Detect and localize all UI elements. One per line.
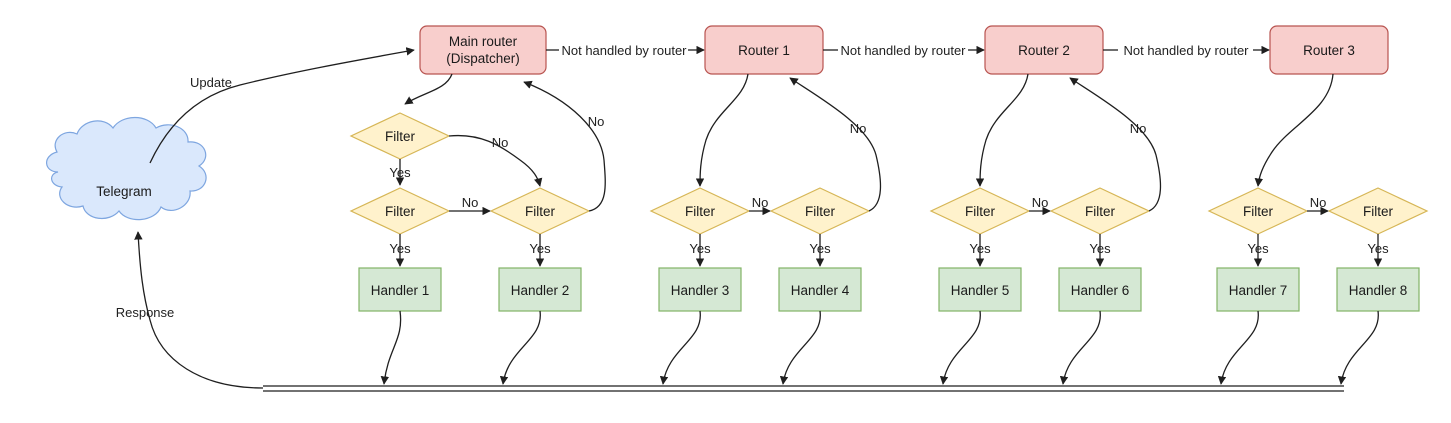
edge-label-response: Response bbox=[116, 305, 175, 320]
handler-box-handler-7[interactable] bbox=[1216, 267, 1300, 312]
edge-handler-1-to-bus bbox=[380, 310, 402, 385]
router-label-line1-router-2: Router 2 bbox=[1018, 43, 1070, 58]
edge-handler-8-to-bus bbox=[1337, 310, 1379, 385]
telegram-cloud-node: Telegram bbox=[46, 116, 207, 221]
edge-label-no-5-6: No bbox=[1032, 195, 1049, 210]
router-label-line1-router-3: Router 3 bbox=[1303, 43, 1355, 58]
handler-node-handler-4[interactable]: Handler 4 bbox=[778, 267, 862, 312]
edge-label-yes-filter-8: Yes bbox=[1367, 241, 1389, 256]
handler-node-handler-2[interactable]: Handler 2 bbox=[498, 267, 582, 312]
router-node-router-3[interactable]: Router 3 bbox=[1269, 25, 1389, 75]
edge-label-no-6-back: No bbox=[1130, 121, 1147, 136]
handler-label-handler-4: Handler 4 bbox=[791, 283, 850, 298]
router-node-router-2[interactable]: Router 2 bbox=[984, 25, 1104, 75]
handler-label-handler-6: Handler 6 bbox=[1071, 283, 1130, 298]
edge-handler-2-to-bus bbox=[499, 310, 541, 385]
edge-router1-to-filter-3 bbox=[695, 73, 749, 187]
edge-label-yes-top-1: Yes bbox=[389, 165, 411, 180]
edge-handler-6-to-bus bbox=[1059, 310, 1101, 385]
edge-label-no-7-8: No bbox=[1310, 195, 1327, 210]
edge-handler-7-to-bus bbox=[1217, 310, 1259, 385]
edge-label-yes-filter-5: Yes bbox=[969, 241, 991, 256]
filter-label-filter-5: Filter bbox=[965, 204, 996, 219]
edge-label-yes-filter-1: Yes bbox=[389, 241, 411, 256]
handler-node-handler-1[interactable]: Handler 1 bbox=[358, 267, 442, 312]
handler-node-handler-3[interactable]: Handler 3 bbox=[658, 267, 742, 312]
handler-box-handler-3[interactable] bbox=[658, 267, 742, 312]
filter-node-filter-1[interactable]: Filter bbox=[349, 187, 451, 235]
handler-label-handler-5: Handler 5 bbox=[951, 283, 1010, 298]
edge-label-yes-filter-3: Yes bbox=[689, 241, 711, 256]
edge-main-to-filter-top bbox=[404, 73, 453, 105]
handler-box-handler-2[interactable] bbox=[498, 267, 582, 312]
edge-label-not-handled-2: Not handled by router bbox=[840, 43, 966, 58]
filter-label-filter-6: Filter bbox=[1085, 204, 1116, 219]
edge-label-yes-filter-7: Yes bbox=[1247, 241, 1269, 256]
edge-router3-to-filter-7 bbox=[1254, 73, 1334, 187]
filter-label-filter-4: Filter bbox=[805, 204, 836, 219]
filter-node-filter-2[interactable]: Filter bbox=[489, 187, 591, 235]
router-box-router-3[interactable] bbox=[1269, 25, 1389, 75]
handler-box-handler-4[interactable] bbox=[778, 267, 862, 312]
handler-box-handler-1[interactable] bbox=[358, 267, 442, 312]
filter-label-filter-3: Filter bbox=[685, 204, 716, 219]
filter-label-filter-top-1: Filter bbox=[385, 129, 416, 144]
filter-node-filter-top-1[interactable]: Filter bbox=[349, 112, 451, 160]
edge-label-yes-filter-2: Yes bbox=[529, 241, 551, 256]
filter-node-filter-4[interactable]: Filter bbox=[769, 187, 871, 235]
filter-label-filter-2: Filter bbox=[525, 204, 556, 219]
handler-box-handler-5[interactable] bbox=[938, 267, 1022, 312]
router-node-main-router[interactable]: Main router (Dispatcher) bbox=[419, 25, 547, 75]
filter-node-filter-7[interactable]: Filter bbox=[1207, 187, 1309, 235]
handler-node-handler-6[interactable]: Handler 6 bbox=[1058, 267, 1142, 312]
edge-no-top-1 bbox=[448, 134, 543, 187]
telegram-label: Telegram bbox=[96, 184, 152, 199]
edge-handler-5-to-bus bbox=[939, 310, 981, 385]
router-label-line1-main-router: Main router bbox=[449, 34, 518, 49]
router-node-router-1[interactable]: Router 1 bbox=[704, 25, 824, 75]
cloud-shape-icon bbox=[46, 116, 207, 221]
edge-response bbox=[134, 231, 264, 389]
edge-label-yes-filter-6: Yes bbox=[1089, 241, 1111, 256]
handler-label-handler-1: Handler 1 bbox=[371, 283, 430, 298]
router-label-line1-router-1: Router 1 bbox=[738, 43, 790, 58]
handler-node-handler-5[interactable]: Handler 5 bbox=[938, 267, 1022, 312]
edge-no-4-back bbox=[789, 77, 882, 212]
handler-box-handler-6[interactable] bbox=[1058, 267, 1142, 312]
router-label-line2-main-router: (Dispatcher) bbox=[446, 51, 520, 66]
handler-node-handler-8[interactable]: Handler 8 bbox=[1336, 267, 1420, 312]
edge-label-no-top-1: No bbox=[492, 135, 509, 150]
handler-node-handler-7[interactable]: Handler 7 bbox=[1216, 267, 1300, 312]
edge-handler-3-to-bus bbox=[659, 310, 701, 385]
edge-handler-4-to-bus bbox=[779, 310, 821, 385]
filter-label-filter-8: Filter bbox=[1363, 204, 1394, 219]
edge-label-yes-filter-4: Yes bbox=[809, 241, 831, 256]
edge-label-not-handled-3: Not handled by router bbox=[1123, 43, 1249, 58]
edge-label-no-3-4: No bbox=[752, 195, 769, 210]
edge-no-2-back bbox=[523, 80, 606, 212]
handler-label-handler-2: Handler 2 bbox=[511, 283, 570, 298]
edge-label-not-handled-1: Not handled by router bbox=[561, 43, 687, 58]
filter-node-filter-8[interactable]: Filter bbox=[1327, 187, 1429, 235]
edge-label-no-1-2: No bbox=[462, 195, 479, 210]
handler-label-handler-3: Handler 3 bbox=[671, 283, 730, 298]
edge-label-update: Update bbox=[190, 75, 232, 90]
filter-node-filter-5[interactable]: Filter bbox=[929, 187, 1031, 235]
filter-label-filter-1: Filter bbox=[385, 204, 416, 219]
filter-node-filter-6[interactable]: Filter bbox=[1049, 187, 1151, 235]
edge-router2-to-filter-5 bbox=[975, 73, 1029, 187]
filter-label-filter-7: Filter bbox=[1243, 204, 1274, 219]
filter-node-filter-3[interactable]: Filter bbox=[649, 187, 751, 235]
edge-label-no-2-back: No bbox=[588, 114, 605, 129]
handler-label-handler-8: Handler 8 bbox=[1349, 283, 1408, 298]
edge-label-no-4-back: No bbox=[850, 121, 867, 136]
handler-label-handler-7: Handler 7 bbox=[1229, 283, 1288, 298]
edge-no-6-back bbox=[1069, 77, 1162, 212]
edge-update bbox=[149, 47, 415, 164]
